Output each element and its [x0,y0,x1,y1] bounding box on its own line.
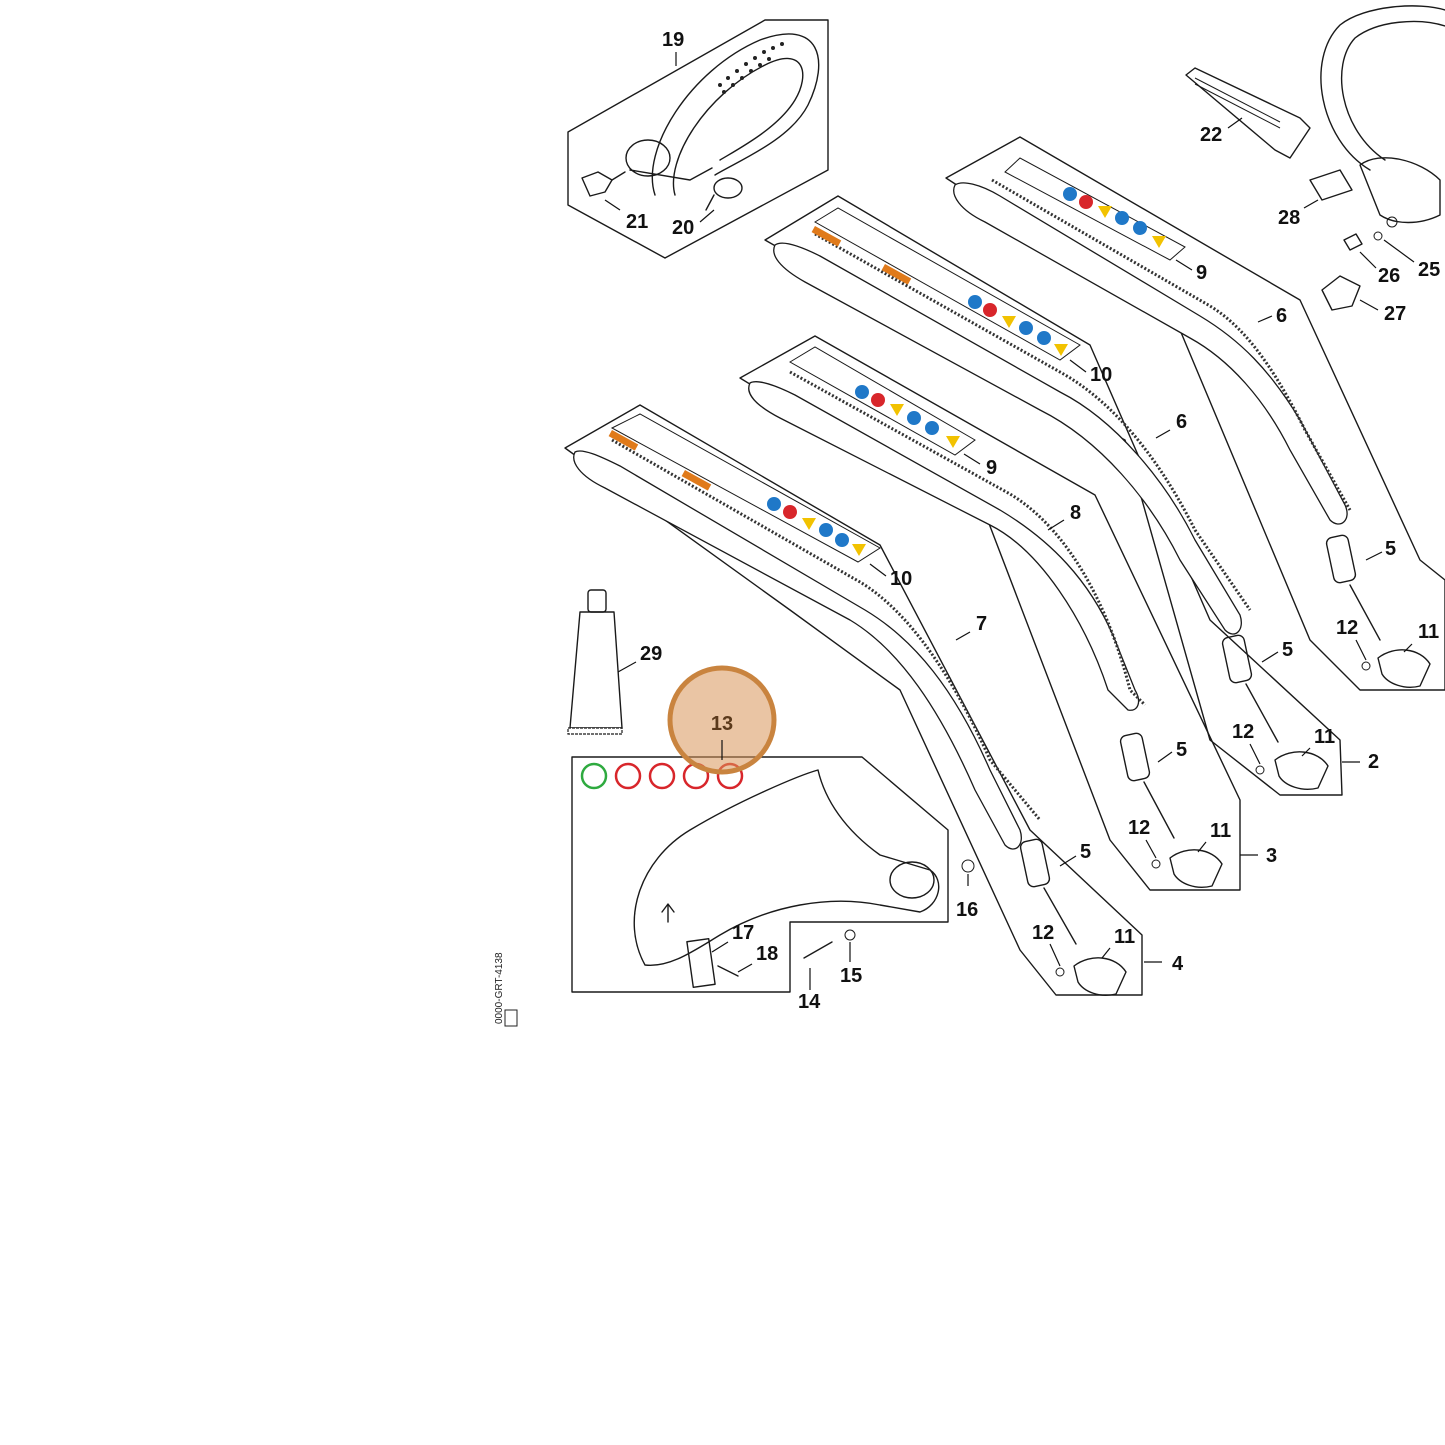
grease-tube: 29 [567,589,662,735]
callout-26: 26 [1378,265,1400,287]
callout-8: 8 [1070,502,1081,524]
callout-5-c: 5 [1176,739,1187,761]
callout-12-c: 12 [1128,817,1150,839]
highlight-marker-13[interactable]: 13 [667,665,777,775]
coupling-group-a: 5 12 11 [1325,534,1439,688]
callout-11-d: 11 [1114,926,1135,948]
callout-19: 19 [662,29,684,51]
callout-5-b: 5 [1282,639,1293,661]
grip-texture [718,42,784,94]
callout-21: 21 [626,211,648,233]
callout-14: 14 [798,991,821,1013]
callout-11-b: 11 [1314,726,1335,748]
callout-7: 7 [976,613,987,635]
decal-icons-4 [767,497,866,556]
callout-25: 25 [1418,259,1440,281]
callout-11-a: 11 [1418,621,1439,643]
handle-assembly-group: 19 21 20 [567,19,829,259]
decal-icons-3 [855,385,960,448]
shaft-assembly-top: 9 6 [945,136,1445,691]
callout-15: 15 [840,965,862,987]
shaft-assembly-2: 10 6 [764,195,1343,796]
callout-9-third: 9 [986,457,997,479]
coupling-group-c: 5 12 11 3 [1119,732,1277,888]
callout-16: 16 [956,899,978,921]
callout-20: 20 [672,217,694,239]
callout-27: 27 [1384,303,1406,325]
callout-2: 2 [1368,751,1379,773]
callout-11-c: 11 [1210,820,1231,842]
callout-12-d: 12 [1032,922,1054,944]
decal-icons-2 [968,295,1068,356]
callout-9-top: 9 [1196,262,1207,284]
callout-29: 29 [640,643,662,665]
decal-icons-top [1063,187,1166,248]
loop-handle-parts: 22 28 26 25 27 [1185,5,1445,325]
callout-6-top: 6 [1276,305,1287,327]
callout-12-a: 12 [1336,617,1358,639]
highlight-circle[interactable] [667,665,777,775]
coupling-group-b: 5 12 11 2 [1221,634,1379,790]
callout-5-a: 5 [1385,538,1396,560]
callout-28: 28 [1278,207,1300,229]
shaft-assembly-4: 10 7 [564,404,1143,996]
drawing-code: 0000-GRT-4138 [494,952,505,1024]
callout-17: 17 [732,922,754,944]
callout-10-second: 10 [1090,364,1112,386]
callout-13[interactable]: 13 [711,713,733,735]
callout-10-fourth: 10 [890,568,912,590]
callout-18: 18 [756,943,778,965]
callout-3: 3 [1266,845,1277,867]
deflector-group: 16 17 18 14 15 [571,756,978,1013]
coupling-group-d: 5 12 11 4 [1019,838,1184,996]
callout-22: 22 [1200,124,1222,146]
drawing-reference: 0000-GRT-4138 [494,952,518,1027]
callout-6-second: 6 [1176,411,1187,433]
shaft-assembly-3: 9 8 [739,335,1241,891]
callout-4: 4 [1172,953,1184,975]
callout-5-d: 5 [1080,841,1091,863]
callout-12-b: 12 [1232,721,1254,743]
